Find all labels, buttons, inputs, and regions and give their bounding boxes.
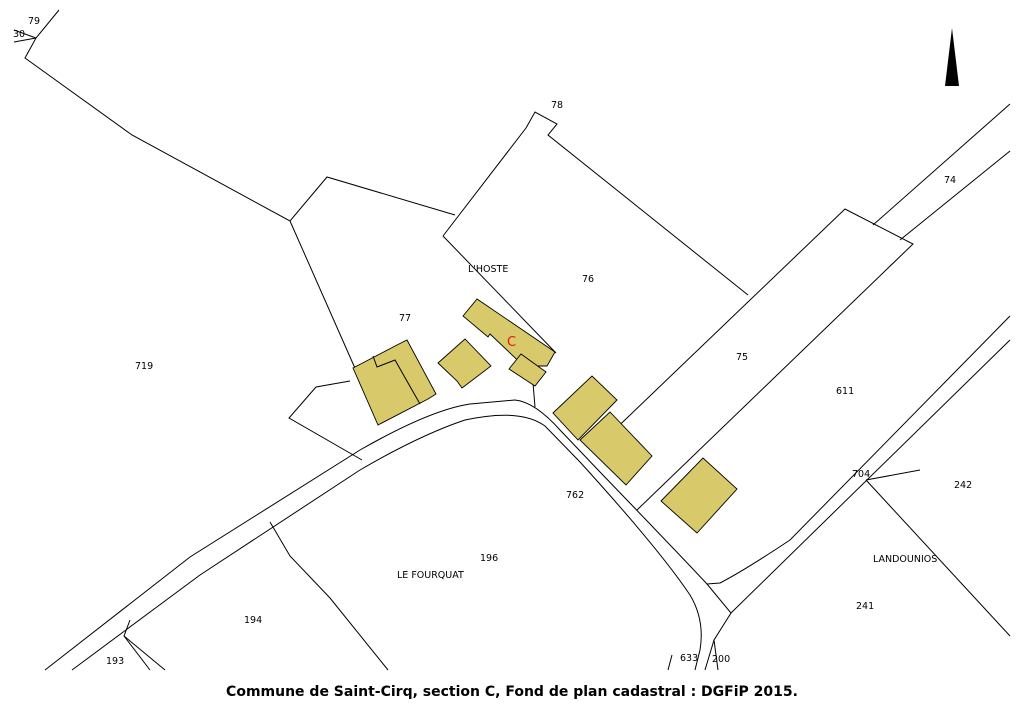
locality-label: LANDOUNIOS bbox=[873, 554, 937, 565]
building bbox=[660, 457, 738, 534]
parcel-label: 194 bbox=[244, 615, 262, 626]
building bbox=[579, 411, 653, 486]
parcel-label: 196 bbox=[480, 553, 498, 564]
parcel-label: 762 bbox=[566, 490, 584, 501]
parcel-label: 241 bbox=[856, 601, 874, 612]
building bbox=[352, 339, 437, 426]
parcel-boundaries bbox=[13, 9, 1011, 671]
parcel-labels: 79 30 78 74 L'HOSTE 76 77 719 75 611 704… bbox=[13, 16, 972, 667]
parcel-label: 78 bbox=[551, 100, 563, 111]
parcel-label: 719 bbox=[135, 361, 153, 372]
locality-label: LE FOURQUAT bbox=[397, 570, 464, 581]
parcel-label: 76 bbox=[582, 274, 594, 285]
parcel-label: 77 bbox=[399, 313, 411, 324]
buildings bbox=[352, 298, 738, 534]
parcel-label: 74 bbox=[944, 175, 956, 186]
parcel-label: 242 bbox=[954, 480, 972, 491]
parcel-label: 704 bbox=[852, 469, 870, 480]
building bbox=[552, 375, 618, 441]
section-letter: C bbox=[507, 335, 516, 350]
parcel-label: 30 bbox=[13, 29, 25, 40]
parcel-label: 200 bbox=[712, 654, 730, 665]
locality-label: L'HOSTE bbox=[468, 264, 508, 275]
parcel-label: 75 bbox=[736, 352, 748, 363]
parcel-label: 79 bbox=[28, 16, 40, 27]
parcel-label: 611 bbox=[836, 386, 854, 397]
map-caption: Commune de Saint-Cirq, section C, Fond d… bbox=[226, 684, 798, 700]
north-arrow-icon bbox=[945, 28, 959, 86]
parcel-label: 633 bbox=[680, 653, 698, 664]
parcel-label: 193 bbox=[106, 656, 124, 667]
building bbox=[508, 353, 547, 387]
building bbox=[437, 338, 492, 389]
